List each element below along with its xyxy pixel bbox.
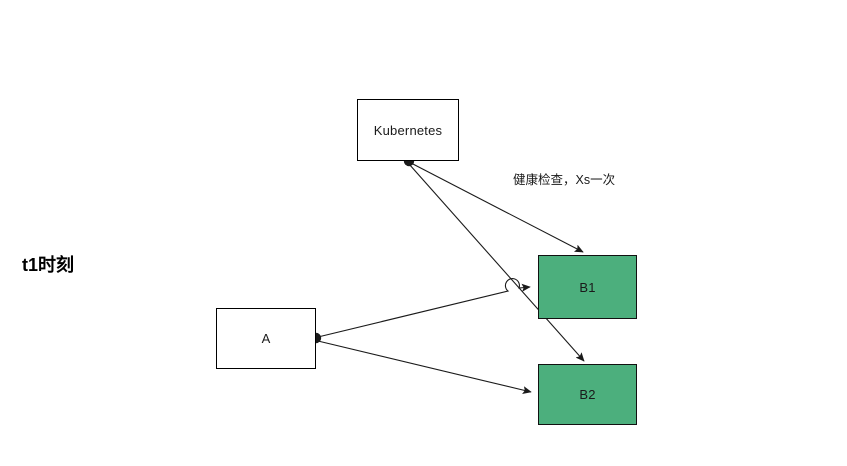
node-a[interactable]: A	[216, 308, 316, 369]
node-b1-label: B1	[579, 279, 596, 295]
edge-label-health-check: 健康检查，Xs一次	[513, 173, 616, 187]
node-b2-label: B2	[579, 387, 596, 402]
node-b1[interactable]: B1	[538, 255, 637, 319]
time-label: t1时刻	[22, 255, 75, 275]
edge-a-to-b2	[317, 340, 532, 394]
edge-a-to-b1	[317, 278, 531, 338]
node-kubernetes-label: Kubernetes	[373, 122, 443, 138]
node-a-label: A	[261, 331, 271, 346]
node-kubernetes[interactable]: Kubernetes	[357, 99, 459, 161]
node-b2[interactable]: B2	[538, 364, 637, 425]
